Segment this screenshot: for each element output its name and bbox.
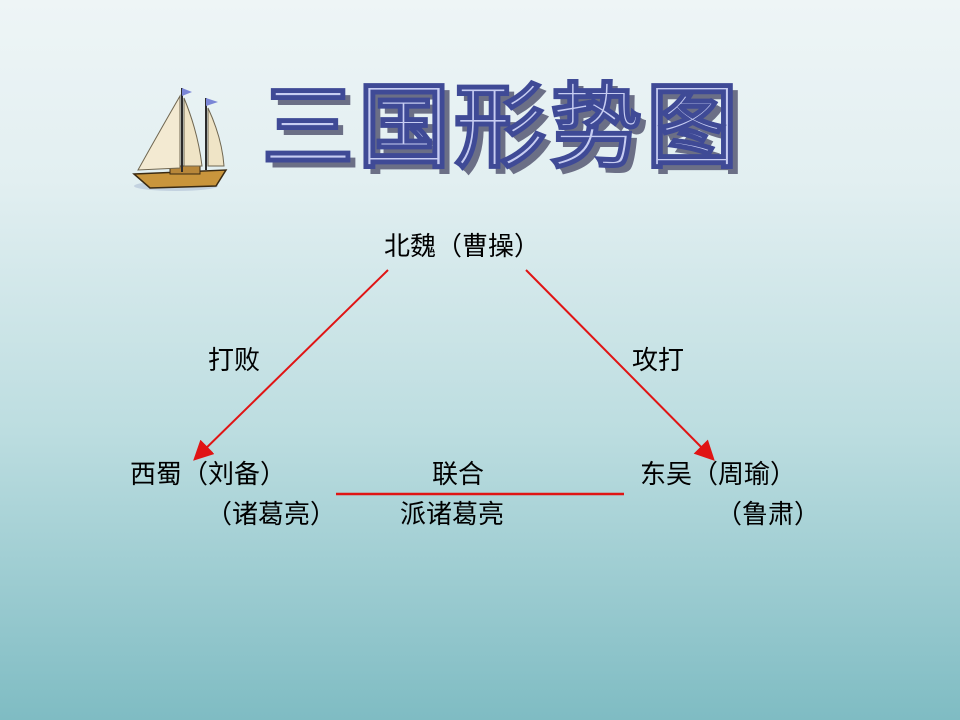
slide-title: 三国形势图 — [261, 74, 743, 181]
edge-label-send: 派诸葛亮 — [400, 500, 505, 530]
node-west-shu-line1: 西蜀（刘备） — [130, 460, 287, 490]
edge-label-ally: 联合 — [432, 460, 485, 490]
node-east-wu-line2: （鲁肃） — [716, 500, 821, 530]
sailboat-icon — [132, 88, 228, 191]
node-east-wu-line1: 东吴（周瑜） — [640, 460, 797, 490]
edge-wei-to-wu — [525, 269, 715, 461]
edge-wei-to-shu — [193, 269, 389, 461]
edge-label-defeat: 打败 — [208, 346, 261, 376]
node-west-shu-line2: （诸葛亮） — [206, 500, 337, 530]
edge-label-attack: 攻打 — [632, 346, 685, 376]
node-north-wei: 北魏（曹操） — [384, 232, 541, 262]
